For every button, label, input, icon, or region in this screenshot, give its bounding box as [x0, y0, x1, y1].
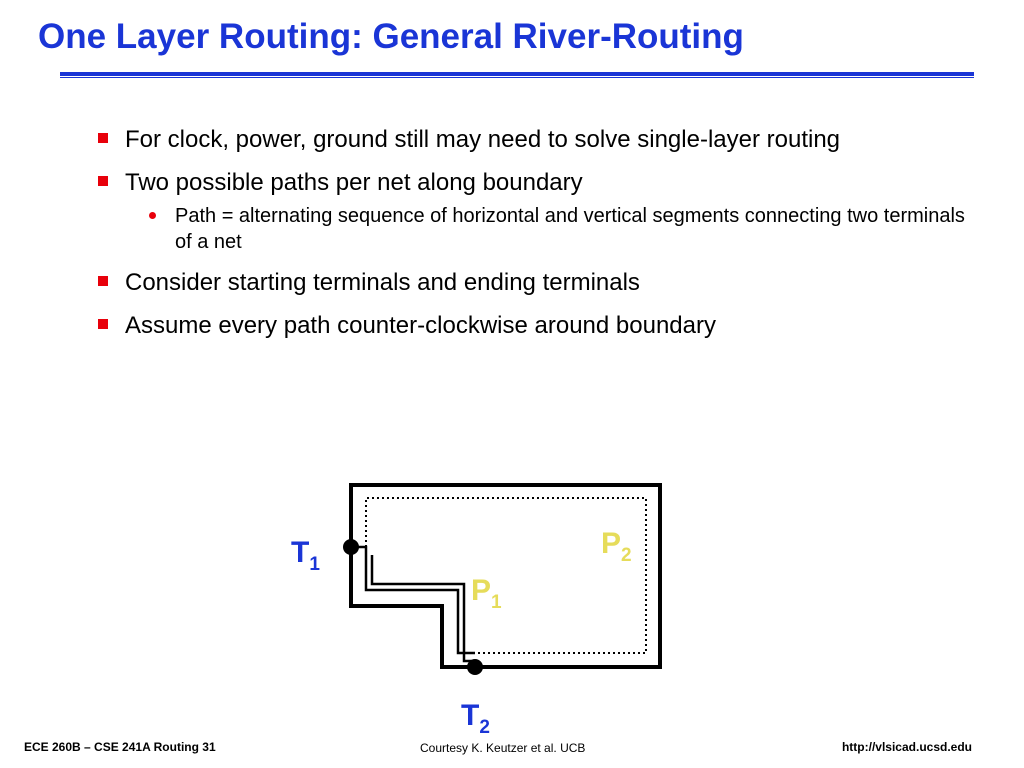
bullet-item: Two possible paths per net along boundar… [96, 168, 976, 255]
footer-courtesy: Courtesy K. Keutzer et al. UCB [420, 741, 586, 755]
bullet-item: For clock, power, ground still may need … [96, 125, 976, 155]
region-boundary [349, 483, 662, 669]
path-p1-outer [351, 545, 475, 655]
label-p1-main: P [471, 574, 491, 607]
bullet-text: Assume every path counter-clockwise arou… [125, 312, 716, 339]
round-bullet-icon [149, 212, 156, 219]
label-t1-sub: 1 [309, 554, 320, 575]
bullet-text: Two possible paths per net along boundar… [125, 169, 583, 196]
label-p2-main: P [601, 527, 621, 560]
title-underline-thick [60, 72, 974, 76]
label-p1: P1 [471, 574, 502, 613]
square-bullet-icon [98, 176, 108, 186]
bullet-text: Consider starting terminals and ending t… [125, 269, 640, 296]
label-t2-sub: 2 [479, 717, 490, 738]
footer-url: http://vlsicad.ucsd.edu [841, 740, 972, 754]
bullet-item: Consider starting terminals and ending t… [96, 268, 976, 298]
sub-bullet-item: Path = alternating sequence of horizonta… [125, 203, 976, 255]
bullet-item: Assume every path counter-clockwise arou… [96, 311, 976, 341]
bullet-list: For clock, power, ground still may need … [96, 125, 976, 354]
label-p2-sub: 2 [621, 545, 632, 566]
bullet-text: For clock, power, ground still may need … [125, 126, 841, 153]
footer-course: ECE 260B – CSE 241A Routing 31 [24, 740, 216, 754]
terminal-t1 [343, 539, 359, 555]
label-t1: T1 [291, 536, 320, 575]
label-t1-main: T [291, 536, 309, 569]
label-p2: P2 [601, 527, 632, 566]
terminal-t2 [467, 659, 483, 675]
square-bullet-icon [98, 276, 108, 286]
label-p1-sub: 1 [491, 592, 502, 613]
path-p2 [365, 497, 647, 654]
label-t2: T2 [461, 699, 490, 738]
label-t2-main: T [461, 699, 479, 732]
slide-title: One Layer Routing: General River-Routing [38, 17, 744, 56]
sub-bullet-list: Path = alternating sequence of horizonta… [125, 203, 976, 255]
title-underline-thin [60, 77, 974, 78]
title-underline [60, 72, 974, 78]
square-bullet-icon [98, 133, 108, 143]
square-bullet-icon [98, 319, 108, 329]
sub-bullet-text: Path = alternating sequence of horizonta… [175, 205, 965, 253]
